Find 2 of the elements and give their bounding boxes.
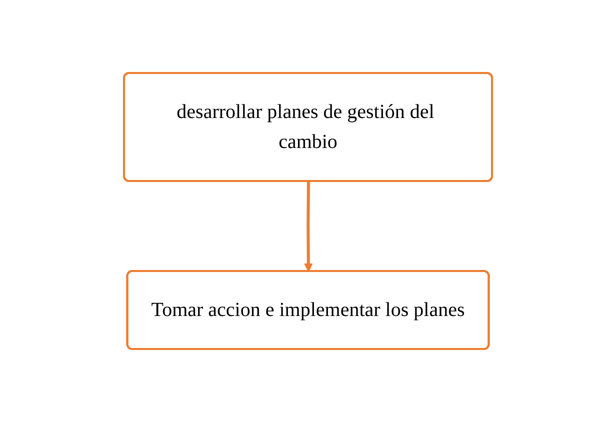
node-text: desarrollar planes de gestión del cambio — [176, 100, 434, 152]
arrow — [304, 180, 313, 272]
